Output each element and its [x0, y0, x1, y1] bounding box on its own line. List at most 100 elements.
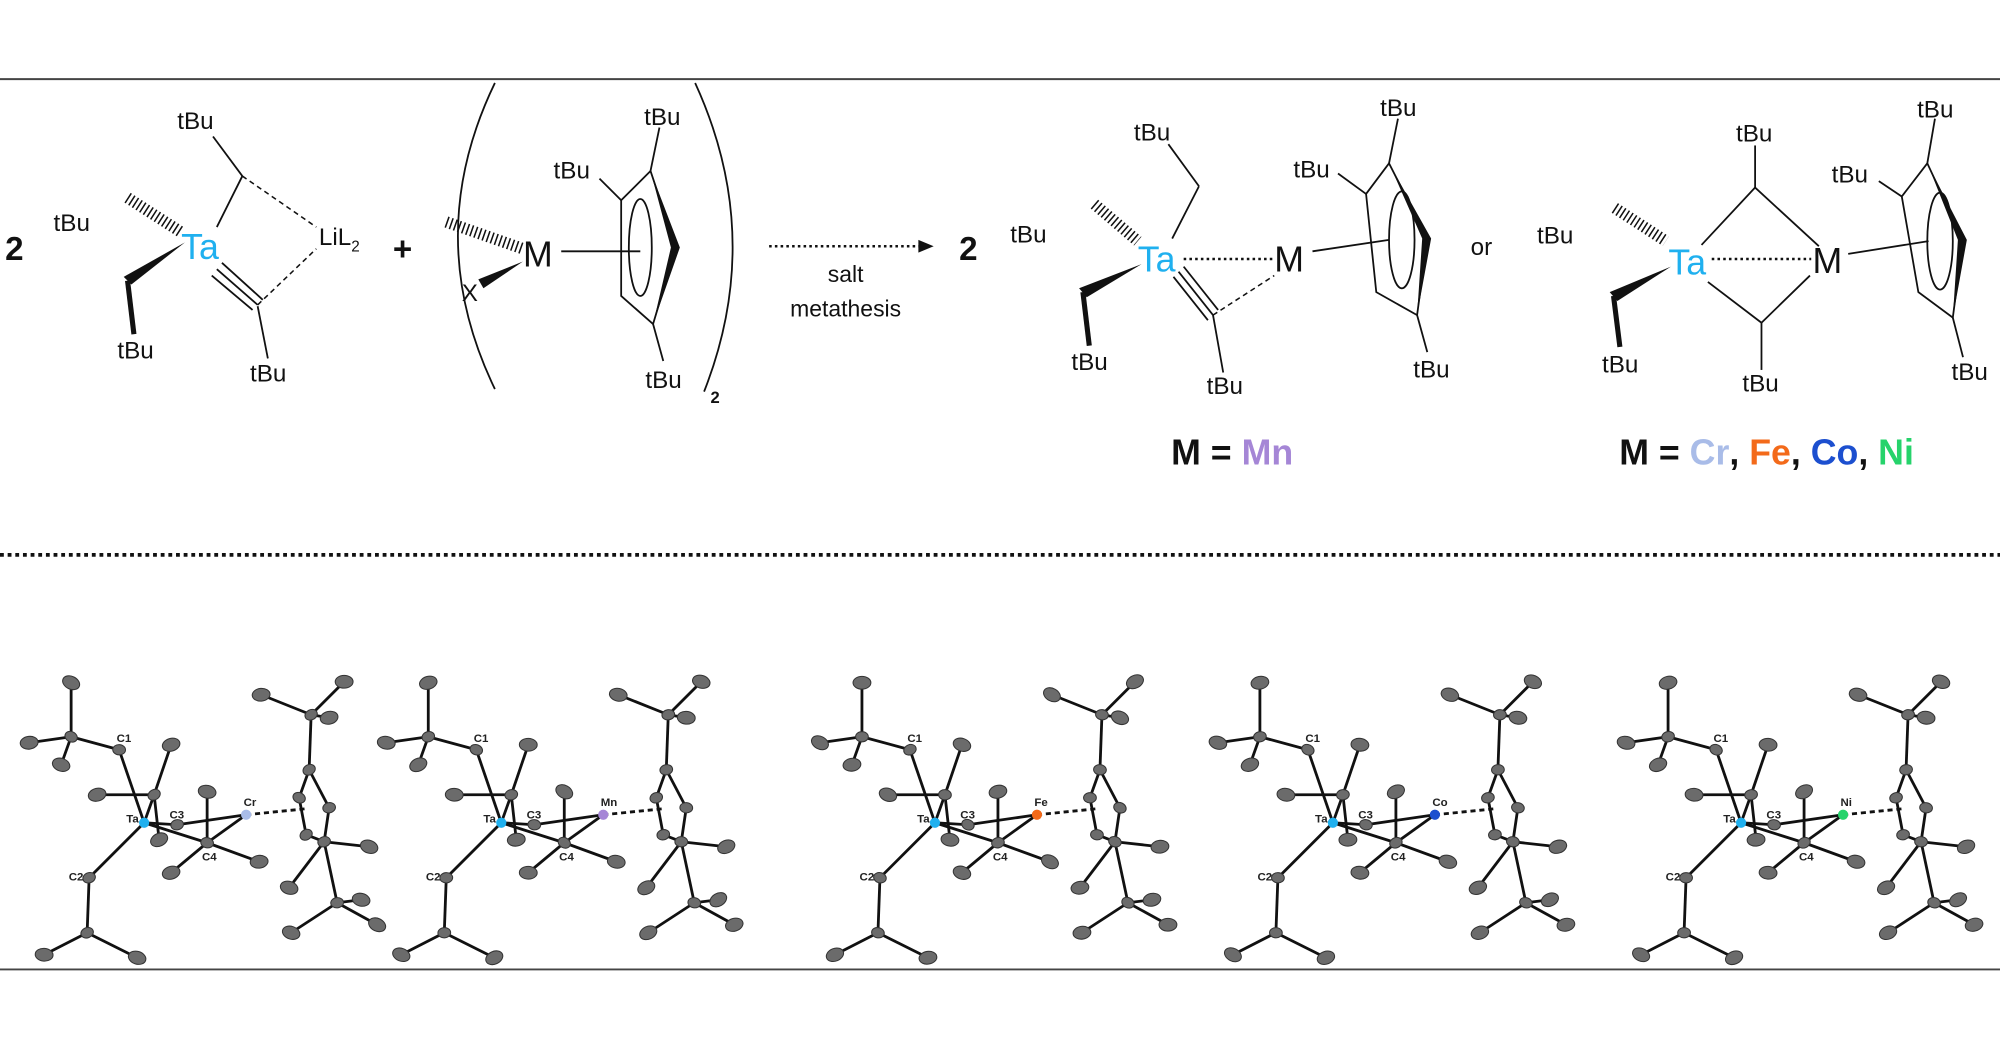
bond-stick — [943, 794, 952, 840]
multiplier: 2 — [710, 388, 719, 407]
tbu-label: tBu — [250, 360, 286, 387]
thermal-ellipsoid — [1661, 731, 1675, 743]
bond-stick — [1078, 840, 1117, 889]
thermal-ellipsoid — [322, 802, 336, 814]
thermal-ellipsoid — [1438, 854, 1458, 869]
bond — [1878, 180, 1903, 198]
metal-m: M — [523, 235, 553, 275]
halide-x: X — [462, 280, 478, 307]
tbu-label: tBu — [1736, 121, 1772, 148]
bond-stick — [1259, 735, 1309, 752]
thermal-ellipsoid — [112, 744, 127, 756]
triple-bond — [221, 262, 264, 301]
thermal-ellipsoid — [419, 675, 438, 690]
bond — [652, 323, 665, 362]
bond-stick — [1081, 901, 1129, 934]
thermal-ellipsoid — [1511, 802, 1525, 814]
bond-stick — [934, 821, 999, 845]
thermal-ellipsoid — [299, 828, 313, 841]
thermal-ellipsoid — [1386, 784, 1405, 800]
thermal-ellipsoid — [1208, 735, 1228, 750]
hashed-wedge — [444, 216, 525, 255]
bond-stick — [1332, 821, 1397, 845]
bond-stick — [1088, 797, 1099, 836]
thermal-ellipsoid — [170, 819, 184, 831]
thermal-ellipsoid — [1253, 731, 1267, 743]
atom-label: C3 — [960, 809, 975, 821]
thermal-ellipsoid — [725, 917, 744, 932]
thermal-ellipsoid — [392, 947, 411, 963]
thermal-ellipsoid — [421, 731, 436, 743]
tantalum-atom: Ta — [1668, 242, 1706, 282]
thermal-ellipsoid — [1113, 801, 1127, 814]
tbu-label: tBu — [117, 337, 153, 364]
thermal-ellipsoid — [485, 950, 504, 966]
right-bracket — [694, 82, 734, 392]
thermal-ellipsoid — [1338, 832, 1358, 847]
tbu-label: tBu — [1742, 371, 1778, 398]
thermal-ellipsoid — [961, 818, 975, 831]
metal-atom-sphere — [598, 809, 609, 820]
thermal-ellipsoid — [1758, 865, 1778, 880]
tantalum-atom-sphere — [139, 817, 150, 828]
bond-stick — [1098, 769, 1122, 809]
thermal-ellipsoid — [1878, 925, 1898, 941]
coefficient: 2 — [5, 231, 23, 268]
bond-stick — [88, 821, 146, 879]
cp-bold-edge — [1927, 163, 1967, 318]
metal-m: M — [1274, 240, 1304, 280]
thermal-ellipsoid — [1316, 950, 1336, 965]
atom-label: C3 — [1358, 809, 1373, 821]
thermal-ellipsoid — [251, 687, 271, 702]
thermal-ellipsoid — [359, 839, 379, 854]
thermal-ellipsoid — [80, 926, 94, 939]
legend-metal-cr: Cr — [1690, 432, 1730, 472]
thermal-ellipsoid — [1040, 854, 1059, 870]
thermal-ellipsoid — [1648, 757, 1668, 773]
thermal-ellipsoid — [334, 674, 354, 689]
thermal-ellipsoid — [1677, 927, 1691, 939]
tbu-label: tBu — [1413, 357, 1449, 384]
thermal-ellipsoid — [281, 925, 301, 940]
thermal-ellipsoid — [1848, 687, 1868, 702]
atom-label: Ta — [917, 814, 930, 826]
thermal-ellipsoid — [161, 737, 181, 752]
thermal-ellipsoid — [317, 836, 331, 848]
bond-stick — [307, 714, 313, 770]
thermal-ellipsoid — [1548, 839, 1568, 854]
thermal-ellipsoid — [1744, 789, 1758, 801]
thermal-ellipsoid — [878, 787, 898, 802]
bond-stick — [1773, 813, 1844, 827]
atom-label: C4 — [1799, 852, 1814, 864]
bond-stick — [1884, 840, 1923, 889]
thermal-ellipsoid — [555, 784, 574, 800]
li-interaction — [257, 248, 317, 306]
bond-stick — [1919, 807, 1928, 842]
thermal-ellipsoid — [34, 947, 54, 962]
bond — [1926, 118, 1936, 164]
thermal-ellipsoid — [871, 927, 885, 939]
bond-stick — [967, 813, 1038, 827]
thermal-ellipsoid — [527, 819, 542, 831]
triple-bond — [1177, 271, 1214, 316]
li-interaction — [241, 175, 317, 228]
bond-stick — [152, 744, 173, 796]
thermal-ellipsoid — [1158, 917, 1178, 932]
thermal-ellipsoid — [1121, 896, 1135, 909]
bond-stick — [1667, 735, 1717, 752]
tbu-label: tBu — [1602, 351, 1638, 378]
bond-stick — [1498, 680, 1534, 716]
bond-stick — [1341, 744, 1362, 796]
atom-label: C1 — [1305, 733, 1320, 745]
legend-separator: , — [1729, 432, 1749, 472]
thermal-ellipsoid — [279, 880, 299, 895]
bond-stick — [1640, 931, 1685, 956]
product-bridged-structure: tBu tBu tBu Ta tBu M tBu tBu tBu — [1537, 96, 1988, 397]
thermal-ellipsoid — [1301, 743, 1315, 756]
thermal-ellipsoid — [1493, 709, 1507, 721]
thermal-ellipsoid — [1125, 674, 1144, 690]
legend-prefix: M = — [1171, 432, 1241, 472]
